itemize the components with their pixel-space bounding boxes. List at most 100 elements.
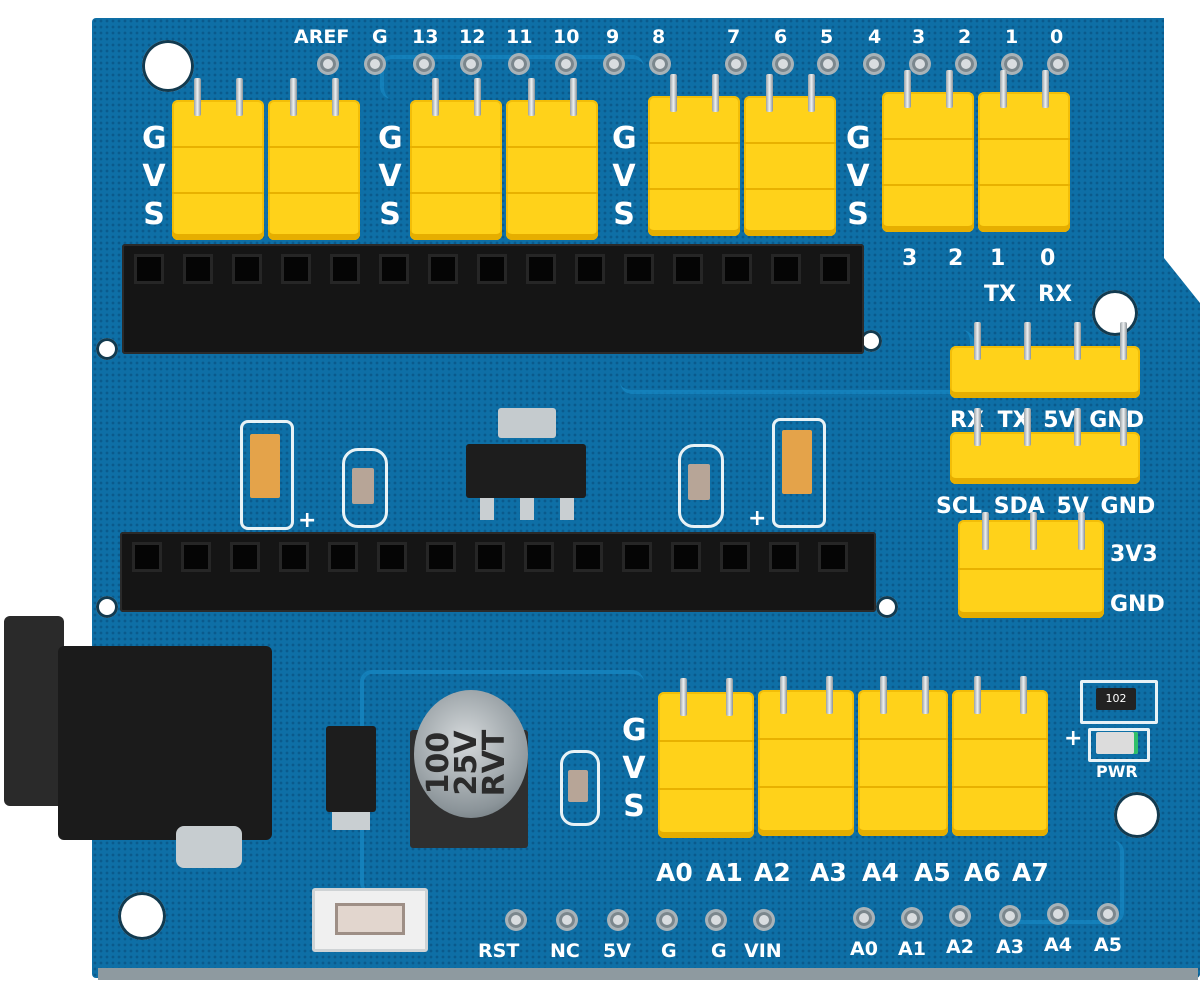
pin-label-7: 7 (727, 26, 741, 48)
through-hole-pad[interactable] (606, 56, 622, 72)
v-label: V (612, 159, 636, 194)
pin-label-g: G (372, 26, 388, 48)
through-hole-pad[interactable] (904, 910, 920, 926)
through-hole-pad[interactable] (1050, 56, 1066, 72)
through-hole-pad[interactable] (463, 56, 479, 72)
pin-label-12: 12 (459, 26, 486, 48)
analog-header-a0-a1[interactable] (658, 678, 754, 838)
regulator-leg (560, 498, 574, 520)
through-hole-pad[interactable] (558, 56, 574, 72)
resistor-outline (678, 444, 724, 528)
smd-resistor: 102 (1096, 688, 1136, 710)
through-hole-pad[interactable] (958, 56, 974, 72)
through-hole-pad[interactable] (416, 56, 432, 72)
i2c-header[interactable] (950, 408, 1140, 484)
pin-label-6: 6 (774, 26, 788, 48)
through-hole-pad[interactable] (508, 912, 524, 928)
through-hole-pad[interactable] (728, 56, 744, 72)
through-hole-pad[interactable] (708, 912, 724, 928)
digital-header-13-12[interactable] (172, 78, 264, 240)
through-hole-pad[interactable] (610, 912, 626, 928)
digital-header-9-8[interactable] (410, 78, 502, 240)
v-label: V (622, 751, 646, 786)
v-label: V (378, 159, 402, 194)
smd-capacitor (688, 464, 710, 500)
pcb-trace (380, 55, 644, 99)
through-hole-pad[interactable] (820, 56, 836, 72)
pin-label-13: 13 (412, 26, 439, 48)
pwr-label: PWR (1096, 762, 1138, 781)
tantalum-capacitor (782, 430, 812, 494)
mounting-hole (96, 338, 118, 360)
s-label: S (847, 197, 869, 232)
through-hole-pad[interactable] (367, 56, 383, 72)
polarity-plus: + (748, 506, 767, 531)
through-hole-pad[interactable] (652, 56, 668, 72)
digital-header-3-2-serial[interactable] (882, 70, 974, 232)
through-hole-pad[interactable] (511, 56, 527, 72)
digital-header-7-6[interactable] (506, 78, 598, 240)
tantalum-capacitor (250, 434, 280, 498)
gvs-label: G V S (378, 120, 403, 234)
pin-label-bottom-a1: A1 (898, 938, 926, 960)
through-hole-pad[interactable] (559, 912, 575, 928)
analog-label-a2: A2 (754, 858, 791, 887)
through-hole-pad[interactable] (756, 912, 772, 928)
s-label: S (143, 197, 165, 232)
through-hole-pad[interactable] (866, 56, 882, 72)
i2c-scl-label: SCL (936, 494, 983, 519)
led-polarity-plus: + (1064, 726, 1083, 751)
nano-socket-top[interactable] (122, 244, 864, 354)
analog-header-a6-a7[interactable] (952, 676, 1048, 836)
pin-label-nc: NC (550, 940, 580, 962)
through-hole-pad[interactable] (1004, 56, 1020, 72)
power-header-3v3-gnd[interactable] (958, 512, 1104, 618)
power-gnd-label: GND (1110, 592, 1165, 617)
digital-header-11-10[interactable] (268, 78, 360, 240)
nano-socket-bottom[interactable] (120, 532, 876, 612)
uart-header[interactable] (950, 322, 1140, 398)
digital-header-3-2[interactable] (744, 74, 836, 236)
through-hole-pad[interactable] (1002, 908, 1018, 924)
gvs-label: G V S (612, 120, 637, 234)
pin-label-bottom-a2: A2 (946, 936, 974, 958)
through-hole-pad[interactable] (912, 56, 928, 72)
dc-power-jack[interactable] (58, 646, 272, 840)
pin-label-vin: VIN (744, 940, 782, 962)
tx-label: TX (984, 282, 1016, 307)
pin-label-aref: AREF (294, 26, 350, 48)
analog-header-a2-a3[interactable] (758, 676, 854, 836)
through-hole-pad[interactable] (1100, 906, 1116, 922)
analog-header-a4-a5[interactable] (858, 676, 948, 836)
mounting-hole (96, 596, 118, 618)
power-led (1096, 732, 1138, 754)
gvs-label: G V S (142, 120, 167, 234)
resistor-outline (342, 448, 388, 528)
jack-solder-tab (176, 826, 242, 868)
g-label: G (142, 121, 167, 156)
through-hole-pad[interactable] (320, 56, 336, 72)
g-label: G (846, 121, 871, 156)
capacitor-marking: 100 25V RVT (421, 713, 515, 813)
pin-label-8: 8 (652, 26, 666, 48)
pin-label-g1: G (661, 940, 677, 962)
analog-label-a5: A5 (914, 858, 951, 887)
resistor-outline (560, 750, 600, 826)
mounting-hole (142, 40, 194, 92)
i2c-labels: SCL SDA 5V GND (936, 494, 1155, 519)
through-hole-pad[interactable] (775, 56, 791, 72)
g-label: G (622, 713, 647, 748)
pcb-edge (98, 968, 1198, 980)
through-hole-pad[interactable] (856, 910, 872, 926)
digital-header-1-0-serial[interactable] (978, 70, 1070, 232)
pin-label-3: 3 (912, 26, 926, 48)
through-hole-pad[interactable] (1050, 906, 1066, 922)
reset-button[interactable] (312, 888, 428, 952)
through-hole-pad[interactable] (659, 912, 675, 928)
through-hole-pad[interactable] (952, 908, 968, 924)
pin-label-bottom-a0: A0 (850, 938, 878, 960)
led-outline (1088, 728, 1150, 762)
digital-header-5-4[interactable] (648, 74, 740, 236)
s-label: S (623, 789, 645, 824)
rx-label: RX (1038, 282, 1072, 307)
